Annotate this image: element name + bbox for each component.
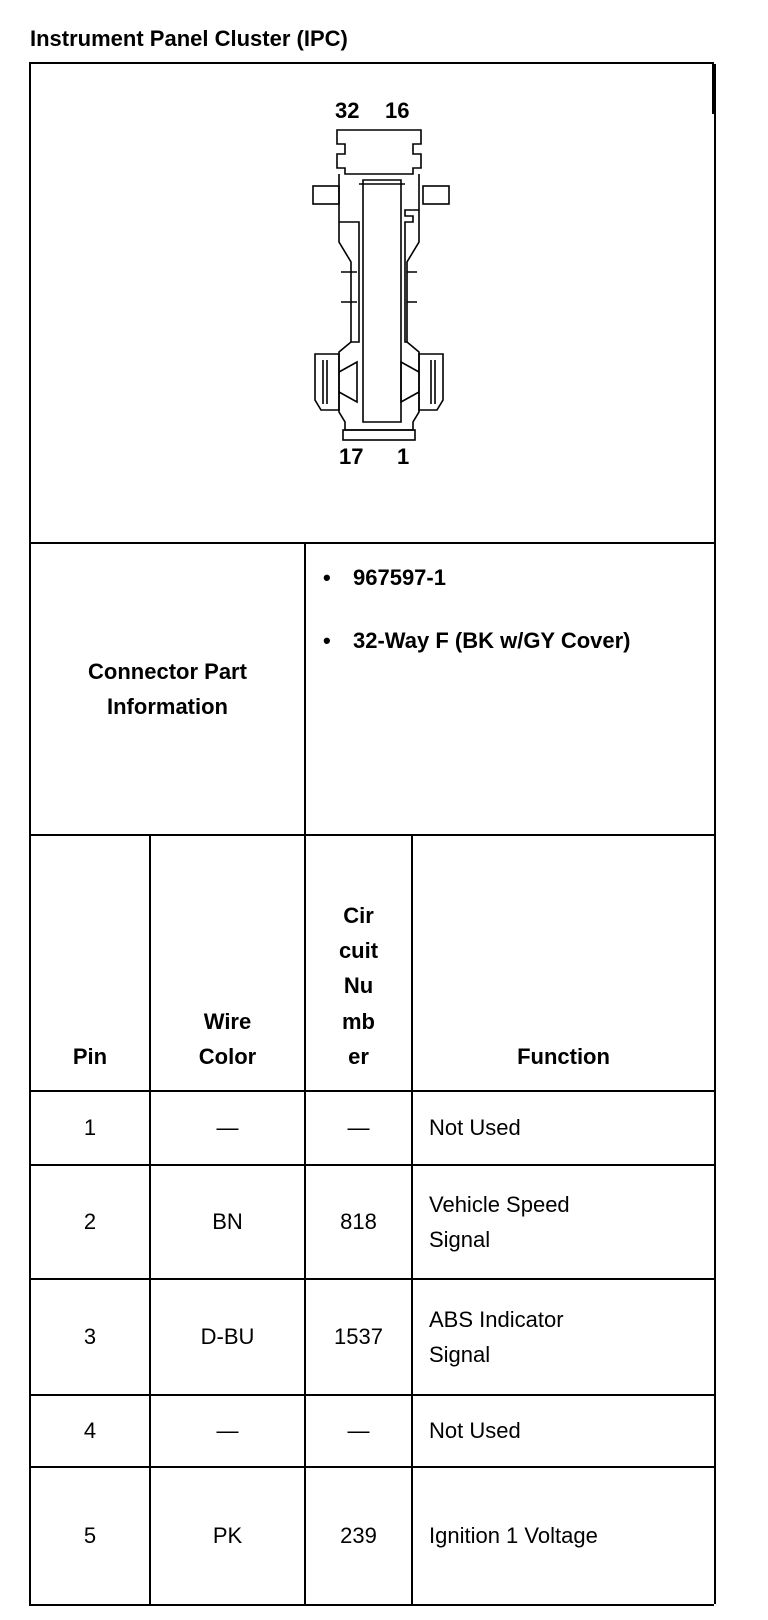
table-row-3-pin: 3: [83, 1324, 97, 1350]
table-row-1-pin: 1: [83, 1115, 97, 1141]
table-row-1-function: Not Used: [429, 1115, 521, 1141]
table-row-2-circuit: 818: [340, 1209, 377, 1235]
connector-table: 32 16 17 1 Connector Part Information •9…: [29, 62, 716, 1606]
pin-label-32: 32: [335, 98, 360, 123]
part-info-list: •967597-1 •32-Way F (BK w/GY Cover): [323, 560, 703, 686]
table-row-4-circuit: —: [347, 1418, 370, 1444]
header-pin: Pin: [72, 1043, 108, 1069]
table-row-4-wire: —: [216, 1418, 239, 1444]
table-row-4-function: Not Used: [429, 1418, 521, 1444]
pin-label-17: 17: [339, 444, 364, 469]
pin-label-16: 16: [385, 98, 410, 123]
connector-drawing: [312, 129, 450, 441]
table-row-3-wire: D-BU: [200, 1324, 255, 1350]
part-number: •967597-1: [323, 565, 446, 590]
table-row-2-pin: 2: [83, 1209, 97, 1235]
table-row-4-pin: 4: [83, 1418, 97, 1444]
table-row-1-circuit: —: [347, 1115, 370, 1141]
part-info-label: Connector Part Information: [88, 658, 247, 719]
connector-diagram: 32 16 17 1: [301, 92, 451, 477]
header-function: Function: [517, 1043, 610, 1069]
table-row-5-function: Ignition 1 Voltage: [429, 1523, 598, 1549]
table-row-5-circuit: 239: [340, 1523, 377, 1549]
pin-label-1: 1: [397, 444, 410, 469]
table-row-2-wire: BN: [212, 1209, 243, 1235]
table-row-5-pin: 5: [83, 1523, 97, 1549]
table-row-5-wire: PK: [212, 1523, 243, 1549]
table-row-3-function: ABS Indicator Signal: [429, 1306, 564, 1367]
document-title: Instrument Panel Cluster (IPC): [30, 26, 348, 51]
table-row-3-circuit: 1537: [334, 1324, 383, 1350]
header-wire-color: Wire Color: [198, 1008, 257, 1069]
part-description: •32-Way F (BK w/GY Cover): [323, 628, 631, 654]
table-row-1-wire: —: [216, 1115, 239, 1141]
table-row-2-function: Vehicle Speed Signal: [429, 1191, 570, 1252]
header-circuit-number: Cir cuit Nu mb er: [338, 903, 379, 1069]
